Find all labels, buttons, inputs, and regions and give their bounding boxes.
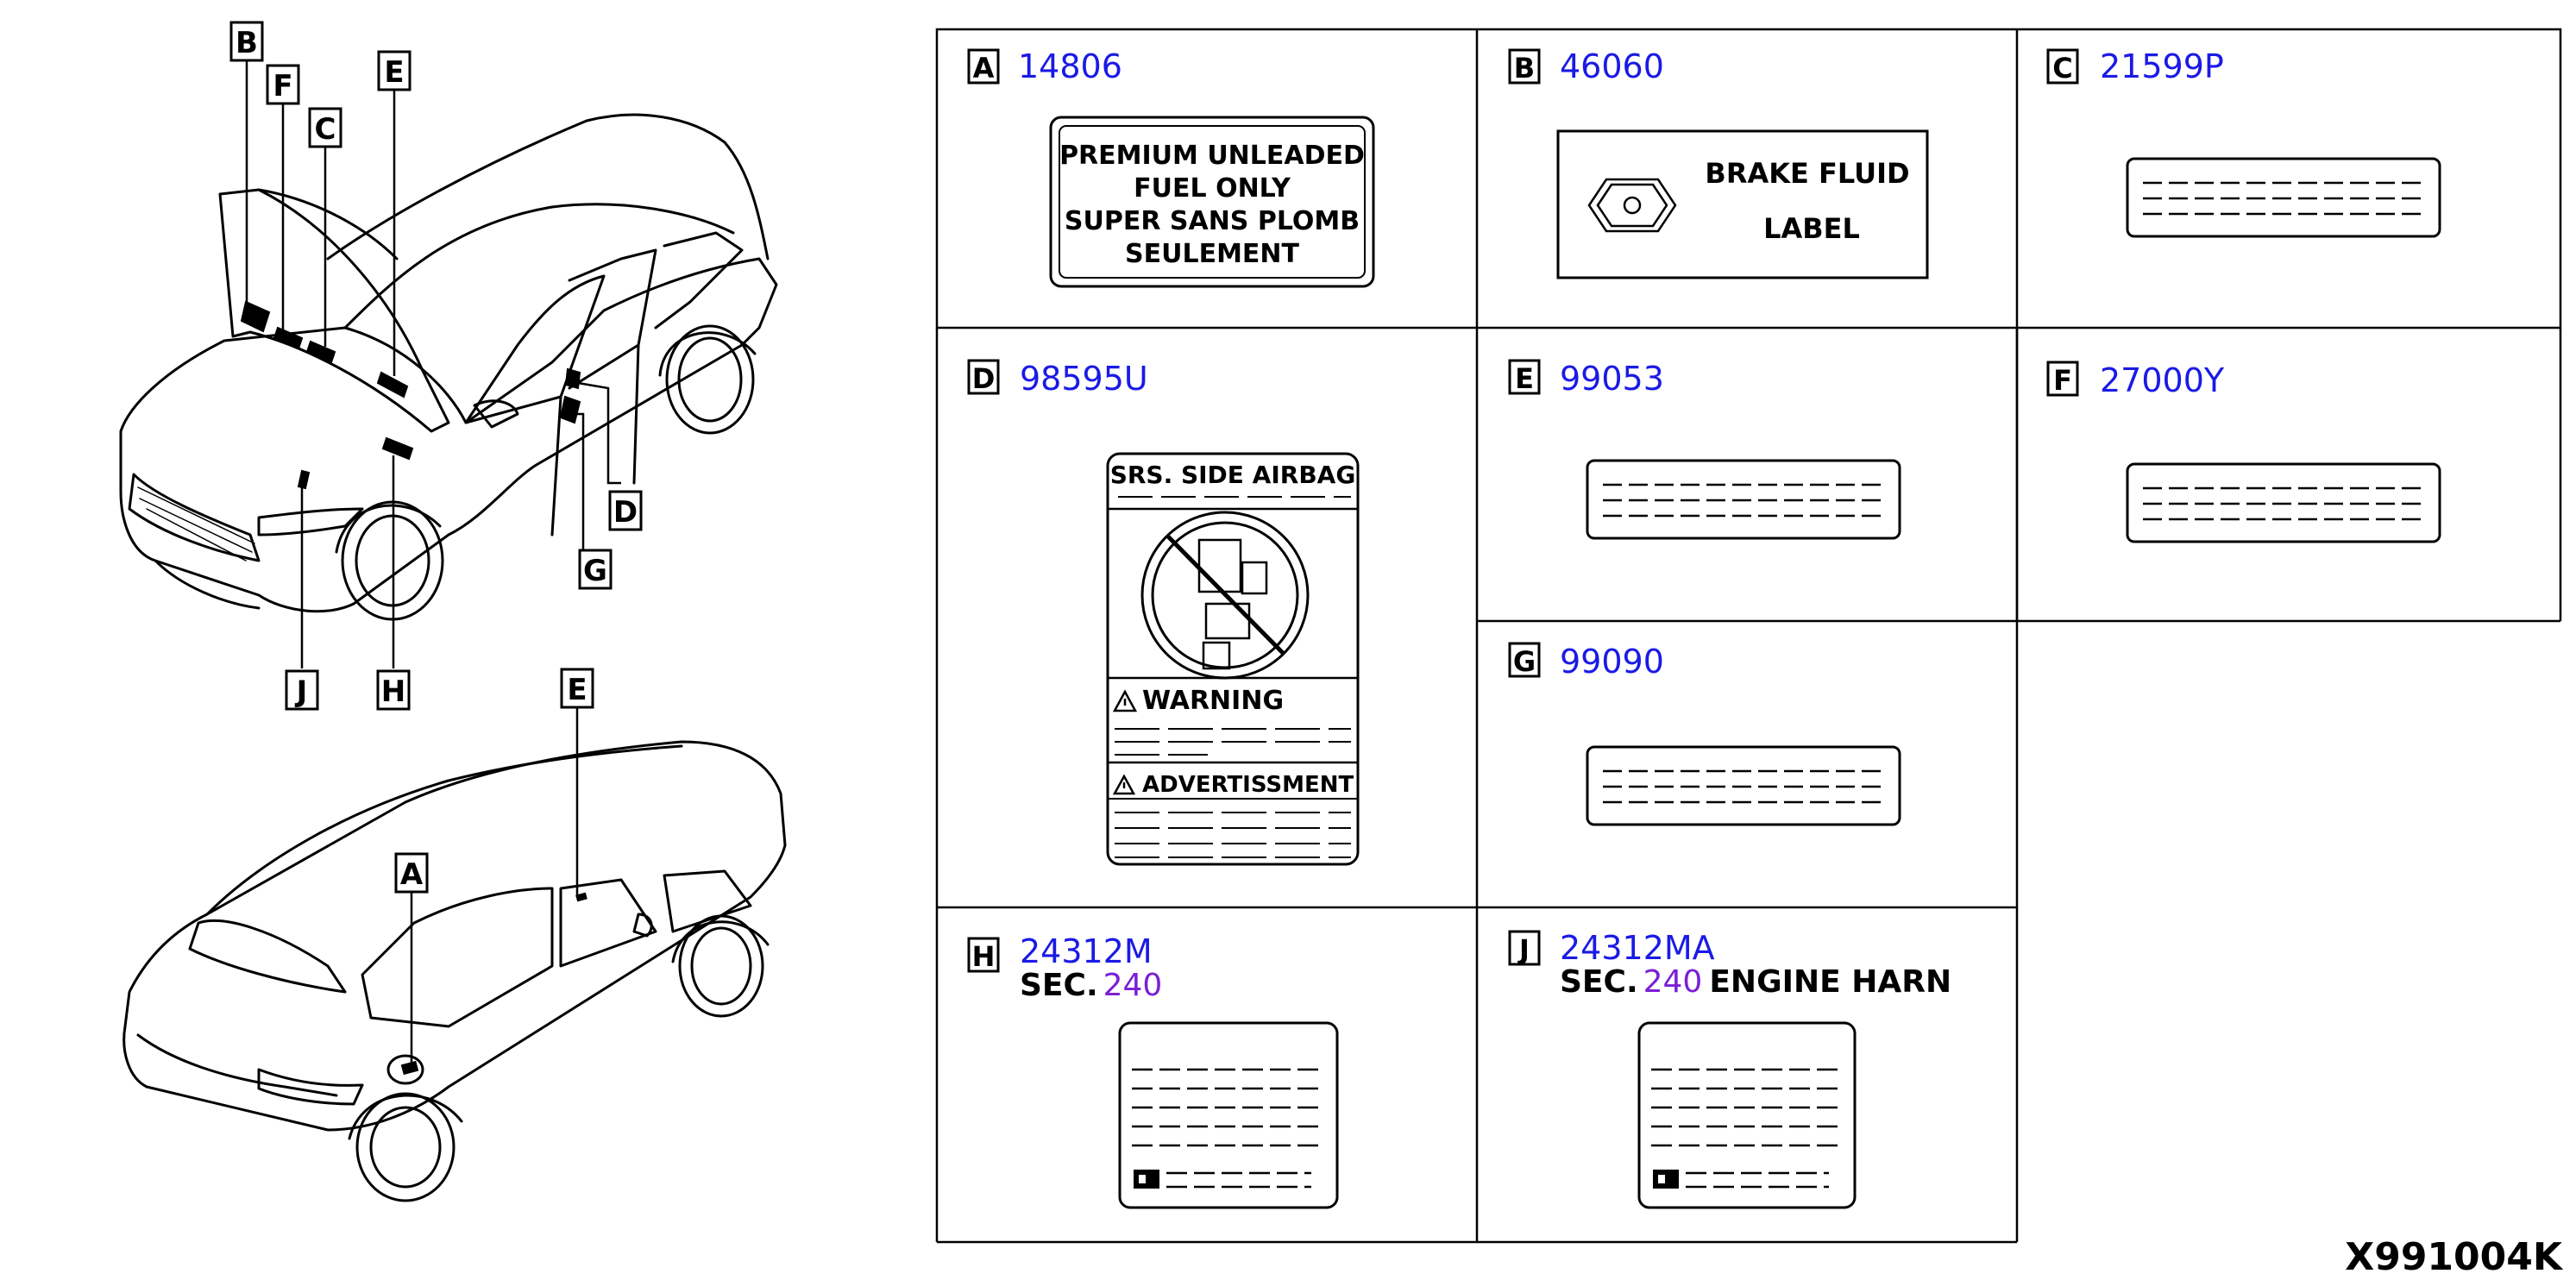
svg-text:J: J [295, 675, 308, 709]
cell-a-letter: A [973, 52, 995, 85]
cell-g: G 99090 [1508, 642, 1901, 826]
cell-b-label-line-2: LABEL [1763, 212, 1860, 245]
cell-f-letter: F [2053, 364, 2072, 397]
no-child-seat-icon [1140, 511, 1310, 680]
svg-text:B: B [236, 26, 258, 60]
cell-b-label-line-1: BRAKE FLUID [1705, 157, 1909, 190]
callout-d: D [608, 490, 643, 531]
callout-e-rear: E [560, 668, 594, 709]
rear-vehicle-illustration [123, 740, 787, 1202]
diagram-id: X991004K [2345, 1235, 2564, 1279]
cell-f-part-number: 27000Y [2100, 361, 2225, 399]
svg-text:SEULEMENT: SEULEMENT [1125, 239, 1300, 269]
cell-h-part-number: 24312M [1020, 932, 1153, 970]
cell-d-part-number: 98595U [1020, 360, 1148, 398]
callout-e-front: E [377, 50, 412, 91]
svg-text:E: E [567, 673, 587, 707]
callout-boxes: B F C E D G J H E A [229, 21, 643, 894]
cell-g-part-number: 99090 [1560, 643, 1664, 681]
callout-f: F [266, 64, 300, 105]
svg-text:PREMIUM UNLEADED: PREMIUM UNLEADED [1059, 141, 1365, 171]
callout-g: G [578, 549, 613, 590]
cell-e: E 99053 [1508, 359, 1901, 540]
cell-a-label-text: PREMIUM UNLEADED FUEL ONLY SUPER SANS PL… [1059, 141, 1365, 269]
warning-triangle-icon [1112, 689, 1138, 712]
airbag-warning: WARNING [1142, 686, 1284, 716]
cell-c: C 21599P [2046, 47, 2441, 238]
airbag-advertissment: ADVERTISSMENT [1142, 772, 1354, 798]
cell-h-letter: H [972, 940, 996, 973]
hex-nut-icon [1587, 178, 1677, 233]
airbag-header: SRS. SIDE AIRBAG [1110, 461, 1356, 489]
front-label-markers [240, 300, 581, 490]
cell-e-part-number: 99053 [1560, 360, 1664, 398]
callout-j: J [285, 669, 319, 711]
svg-text:F: F [273, 69, 292, 104]
cell-c-letter: C [2052, 52, 2072, 85]
svg-text:E: E [384, 55, 404, 90]
callout-b: B [229, 21, 264, 62]
cell-j-part-number: 24312MA [1560, 929, 1715, 967]
callout-h: H [376, 669, 411, 711]
cell-d: D 98595U SRS. SIDE AIRBAG WARNING ADVERT… [967, 359, 1360, 866]
cell-e-letter: E [1515, 362, 1534, 395]
cell-b-part-number: 46060 [1560, 47, 1664, 85]
cell-f: F 27000Y [2046, 361, 2441, 543]
cell-b: B 46060 BRAKE FLUID LABEL [1508, 47, 1929, 279]
svg-text:A: A [400, 857, 424, 892]
front-vehicle-illustration [119, 113, 778, 621]
svg-text:SUPER SANS PLOMB: SUPER SANS PLOMB [1065, 206, 1360, 236]
svg-text:G: G [583, 554, 607, 588]
callout-leaders [245, 60, 621, 1070]
svg-text:FUEL ONLY: FUEL ONLY [1134, 173, 1291, 204]
callout-c: C [308, 107, 342, 148]
rear-label-markers [400, 892, 587, 1076]
svg-text:D: D [613, 495, 638, 530]
advert-triangle-icon [1112, 774, 1136, 795]
label-table-grid [935, 28, 2562, 1244]
cell-c-placeholder-lines [2143, 181, 2424, 216]
cell-a: A 14806 PREMIUM UNLEADED FUEL ONLY SUPER… [967, 47, 1375, 288]
svg-text:H: H [381, 675, 405, 709]
cell-j-letter: J [1517, 933, 1530, 966]
svg-text:C: C [315, 112, 336, 147]
cell-b-letter: B [1514, 52, 1535, 85]
cell-a-part-number: 14806 [1018, 47, 1122, 85]
cell-c-part-number: 21599P [2100, 47, 2224, 85]
cell-h-sec: SEC.240 [1020, 968, 1162, 1003]
callout-a: A [394, 852, 429, 894]
cell-h: H 24312M SEC.240 [967, 932, 1339, 1209]
cell-d-letter: D [972, 362, 996, 395]
cell-g-letter: G [1513, 645, 1536, 678]
